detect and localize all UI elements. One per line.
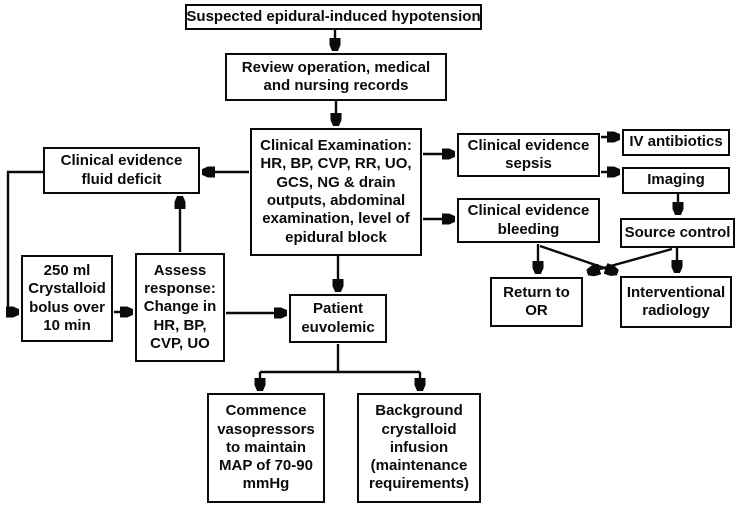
node-return-to-or: Return to OR <box>490 277 583 327</box>
node-patient-euvolemic: Patient euvolemic <box>289 294 387 343</box>
node-source-control: Source control <box>620 218 735 248</box>
node-crystalloid-bolus: 250 ml Crystalloid bolus over 10 min <box>21 255 113 342</box>
node-clinical-examination: Clinical Examination: HR, BP, CVP, RR, U… <box>250 128 422 256</box>
node-background-infusion: Background crystalloid infusion (mainten… <box>357 393 481 503</box>
node-commence-vasopressors: Commence vasopressors to maintain MAP of… <box>207 393 325 503</box>
node-suspected-hypotension: Suspected epidural-induced hypotension <box>185 4 482 30</box>
node-evidence-bleeding: Clinical evidence bleeding <box>457 198 600 243</box>
node-review-records: Review operation, medical and nursing re… <box>225 53 447 101</box>
node-interventional-radiology: Interventional radiology <box>620 276 732 328</box>
edge-fluid-deficit-bolus <box>8 170 43 312</box>
node-evidence-sepsis: Clinical evidence sepsis <box>457 133 600 177</box>
node-imaging: Imaging <box>622 167 730 194</box>
node-fluid-deficit: Clinical evidence fluid deficit <box>43 147 200 194</box>
edge-euvolemic-stem <box>260 344 420 374</box>
node-assess-response: Assess response: Change in HR, BP, CVP, … <box>135 253 225 362</box>
node-iv-antibiotics: IV antibiotics <box>622 129 730 156</box>
edge-source-control-return-or <box>589 247 673 272</box>
